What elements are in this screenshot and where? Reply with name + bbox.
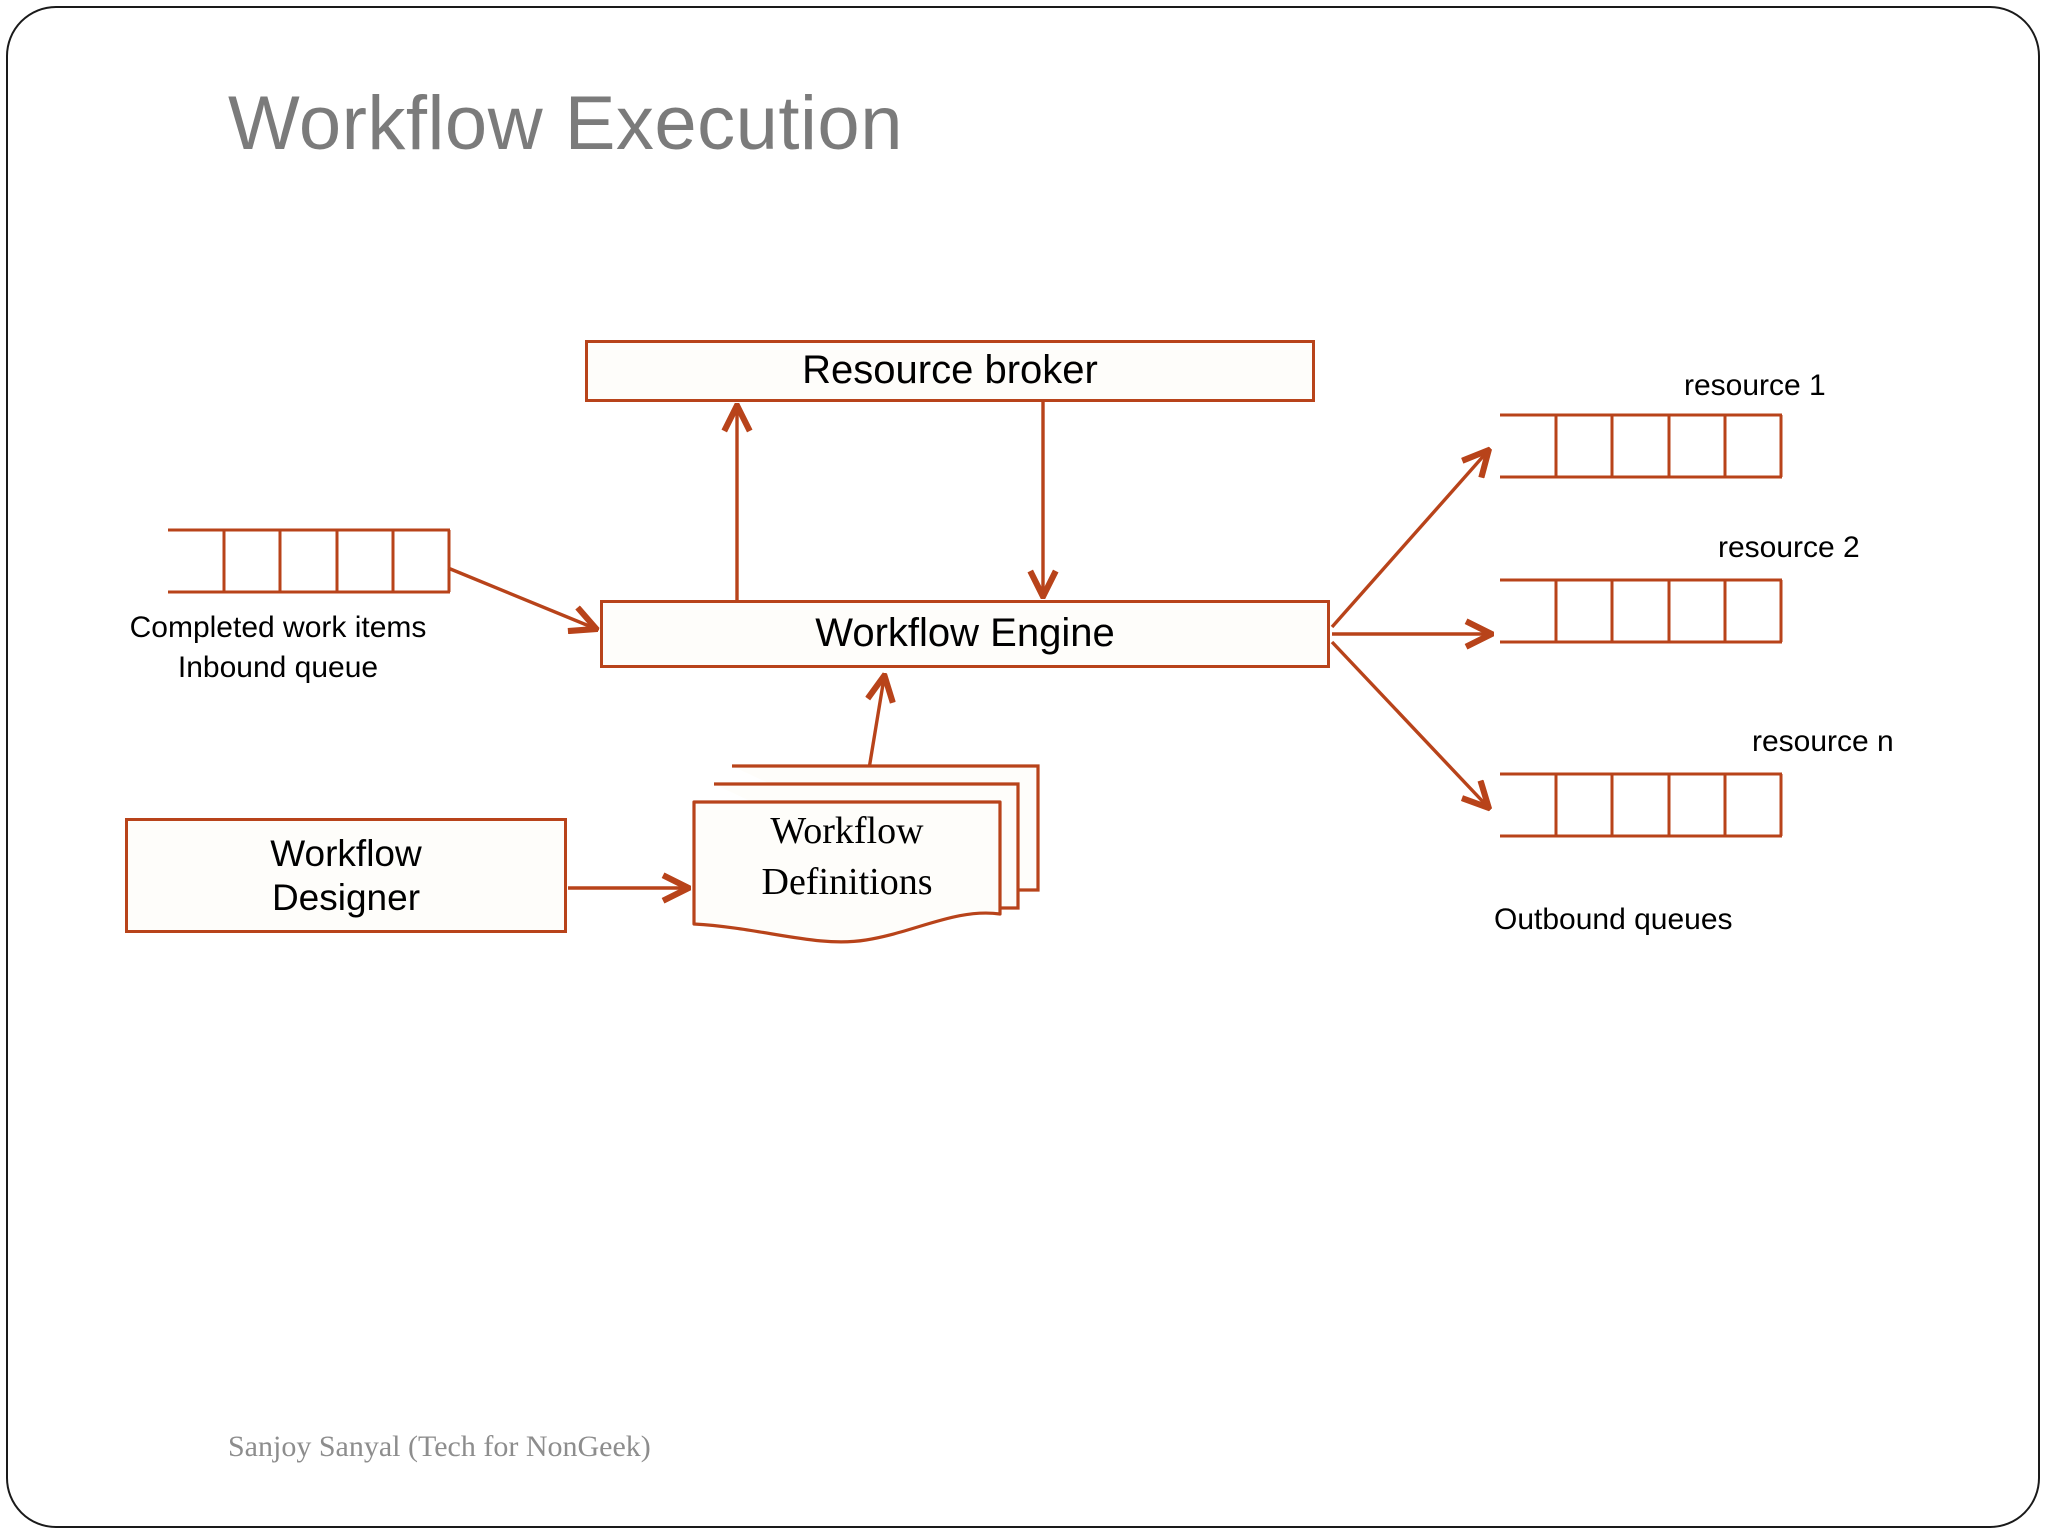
node-workflow-definitions-label-line1: Workflow (770, 810, 924, 852)
node-workflow-designer-label-line1: Workflow (270, 832, 422, 874)
node-workflow-definitions-label-line2: Definitions (761, 861, 933, 904)
node-workflow-designer[interactable]: Workflow Designer (125, 818, 567, 933)
edge-definitions-to-engine (868, 678, 884, 776)
inbound-queue-label-line2: Inbound queue (177, 650, 379, 684)
node-resource-broker[interactable]: Resource broker (585, 340, 1315, 402)
inbound-queue-label-line1: Completed work items (129, 611, 427, 644)
queue-shape (168, 528, 451, 594)
slide-footer: Sanjoy Sanyal (Tech for NonGeek) (228, 1430, 651, 1463)
node-workflow-engine[interactable]: Workflow Engine (600, 600, 1330, 668)
node-workflow-designer-label: Workflow Designer (270, 832, 421, 919)
page-title: Workflow Execution (228, 81, 903, 166)
inbound-queue-label: Completed work items Inbound queue (118, 608, 438, 687)
edge-inbound-to-engine (447, 566, 594, 628)
node-outbound-queue-2[interactable] (1500, 578, 1784, 644)
outbound-queue-1-label: resource 1 (1684, 369, 1826, 402)
edge-engine-to-resource-1 (1330, 452, 1487, 629)
node-workflow-designer-label-line2: Designer (271, 876, 421, 918)
node-outbound-queue-n[interactable] (1500, 772, 1784, 838)
queue-shape (1500, 578, 1783, 644)
node-resource-broker-label: Resource broker (802, 348, 1098, 393)
node-outbound-queue-1[interactable] (1500, 413, 1784, 479)
outbound-queues-group-label: Outbound queues (1494, 903, 1733, 936)
node-workflow-engine-label: Workflow Engine (815, 611, 1115, 656)
outbound-queue-n-label: resource n (1752, 725, 1894, 758)
node-workflow-definitions-label: Workflow Definitions (688, 806, 1006, 909)
node-inbound-queue[interactable] (168, 528, 452, 594)
edge-engine-to-resource-n (1330, 640, 1487, 806)
queue-shape (1500, 772, 1783, 838)
node-workflow-definitions[interactable]: Workflow Definitions (688, 762, 1048, 952)
queue-shape (1500, 413, 1783, 479)
stacked-document-shape (692, 764, 1040, 944)
outbound-queue-2-label: resource 2 (1718, 531, 1860, 564)
